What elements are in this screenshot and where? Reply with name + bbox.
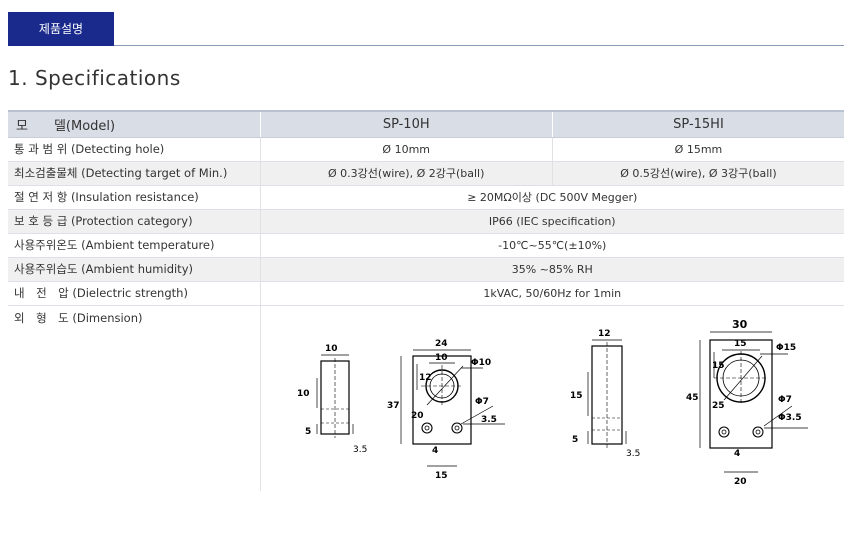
value-common: IP66 (IEC specification)	[260, 209, 844, 234]
drawing-sp15h-cell: 12 15 5 3.5 30	[552, 305, 844, 491]
row-detecting-target: 최소검출물체 (Detecting target of Min.) Ø 0.3강…	[8, 161, 844, 186]
dim-side-width: 10	[325, 344, 338, 354]
section-heading: 1. Specifications	[8, 66, 181, 90]
row-detecting-hole: 통 과 범 위 (Detecting hole) Ø 10mm Ø 15mm	[8, 137, 844, 162]
row-insulation-resistance: 절 연 저 항 (Insulation resistance) ≥ 20MΩ이상…	[8, 185, 844, 210]
row-label: 사용주위습도 (Ambient humidity)	[8, 257, 261, 282]
row-dielectric-strength: 내 전 압 (Dielectric strength) 1kVAC, 50/60…	[8, 281, 844, 306]
dim-hole-width: 15	[734, 339, 747, 349]
dim-base: 20	[734, 477, 747, 487]
row-label: 절 연 저 항 (Insulation resistance)	[8, 185, 261, 210]
header-model: 모 델(Model)	[8, 110, 260, 138]
dim-hole-dia: Φ15	[776, 343, 796, 353]
dim-pitch: 4	[734, 449, 740, 459]
tab-bar: 제품설명	[8, 12, 844, 46]
dim-side-height: 10	[297, 389, 310, 399]
drawing-sp10h: 10 10 5 3.5 24	[297, 339, 505, 481]
dim-height: 45	[686, 393, 699, 403]
dim-hole-width: 10	[435, 353, 448, 363]
dim-hole-dia: Φ10	[471, 358, 491, 368]
row-label: 사용주위온도 (Ambient temperature)	[8, 233, 261, 258]
value-sp10h: Ø 10mm	[260, 137, 553, 162]
row-label: 통 과 범 위 (Detecting hole)	[8, 137, 261, 162]
spec-table: 모 델(Model) SP-10H SP-15HI 통 과 범 위 (Detec…	[8, 110, 844, 491]
value-common: 35% ~85% RH	[260, 257, 844, 282]
value-common: -10℃~55℃(±10%)	[260, 233, 844, 258]
value-sp15h: Ø 0.5강선(wire), Ø 3강구(ball)	[551, 161, 844, 186]
dim-bottom: 5	[572, 435, 578, 445]
row-label: 내 전 압 (Dielectric strength)	[8, 281, 261, 306]
drawing-sp15h: 12 15 5 3.5 30	[570, 318, 809, 487]
drawing-sp10h-cell: 10 10 5 3.5 24	[260, 305, 552, 491]
dim-lower: 20	[411, 411, 424, 421]
value-sp15h: Ø 15mm	[551, 137, 844, 162]
dim-upper: 15	[712, 361, 725, 371]
value-sp10h: Ø 0.3강선(wire), Ø 2강구(ball)	[260, 161, 553, 186]
dim-screw: Φ7	[475, 397, 489, 407]
dim-side-width: 12	[598, 329, 611, 339]
dim-screw: Φ7	[778, 395, 792, 405]
row-label: 보 호 등 급 (Protection category)	[8, 209, 261, 234]
dim-side-offset: 3.5	[353, 445, 367, 455]
dim-side-height: 15	[570, 391, 583, 401]
tab-product-description[interactable]: 제품설명	[8, 12, 114, 46]
row-protection-category: 보 호 등 급 (Protection category) IP66 (IEC …	[8, 209, 844, 234]
dim-pitch: 4	[432, 446, 438, 456]
header-sp15h: SP-15HI	[551, 110, 844, 138]
dim-lower: 25	[712, 401, 725, 411]
header-row: 모 델(Model) SP-10H SP-15HI	[8, 110, 844, 138]
dim-front-width: 30	[732, 318, 748, 331]
dim-screw-offset: 3.5	[481, 415, 497, 425]
value-common: 1kVAC, 50/60Hz for 1min	[260, 281, 844, 306]
dim-side-offset: 3.5	[626, 449, 640, 459]
dim-height: 37	[387, 401, 400, 411]
row-label: 외 형 도 (Dimension)	[8, 305, 261, 491]
row-dimension: 외 형 도 (Dimension) 10 10 5 3.5	[8, 305, 844, 491]
dim-front-width: 24	[435, 339, 448, 349]
front-view-body	[411, 354, 472, 445]
header-sp10h: SP-10H	[259, 110, 553, 138]
row-ambient-humidity: 사용주위습도 (Ambient humidity) 35% ~85% RH	[8, 257, 844, 282]
dim-screw-offset: Φ3.5	[778, 413, 802, 423]
dim-base: 15	[435, 471, 448, 481]
front-view-body	[709, 338, 774, 449]
value-common: ≥ 20MΩ이상 (DC 500V Megger)	[260, 185, 844, 210]
row-ambient-temperature: 사용주위온도 (Ambient temperature) -10℃~55℃(±1…	[8, 233, 844, 258]
dim-bottom: 5	[305, 427, 311, 437]
row-label: 최소검출물체 (Detecting target of Min.)	[8, 161, 261, 186]
dim-upper: 12	[419, 373, 432, 383]
